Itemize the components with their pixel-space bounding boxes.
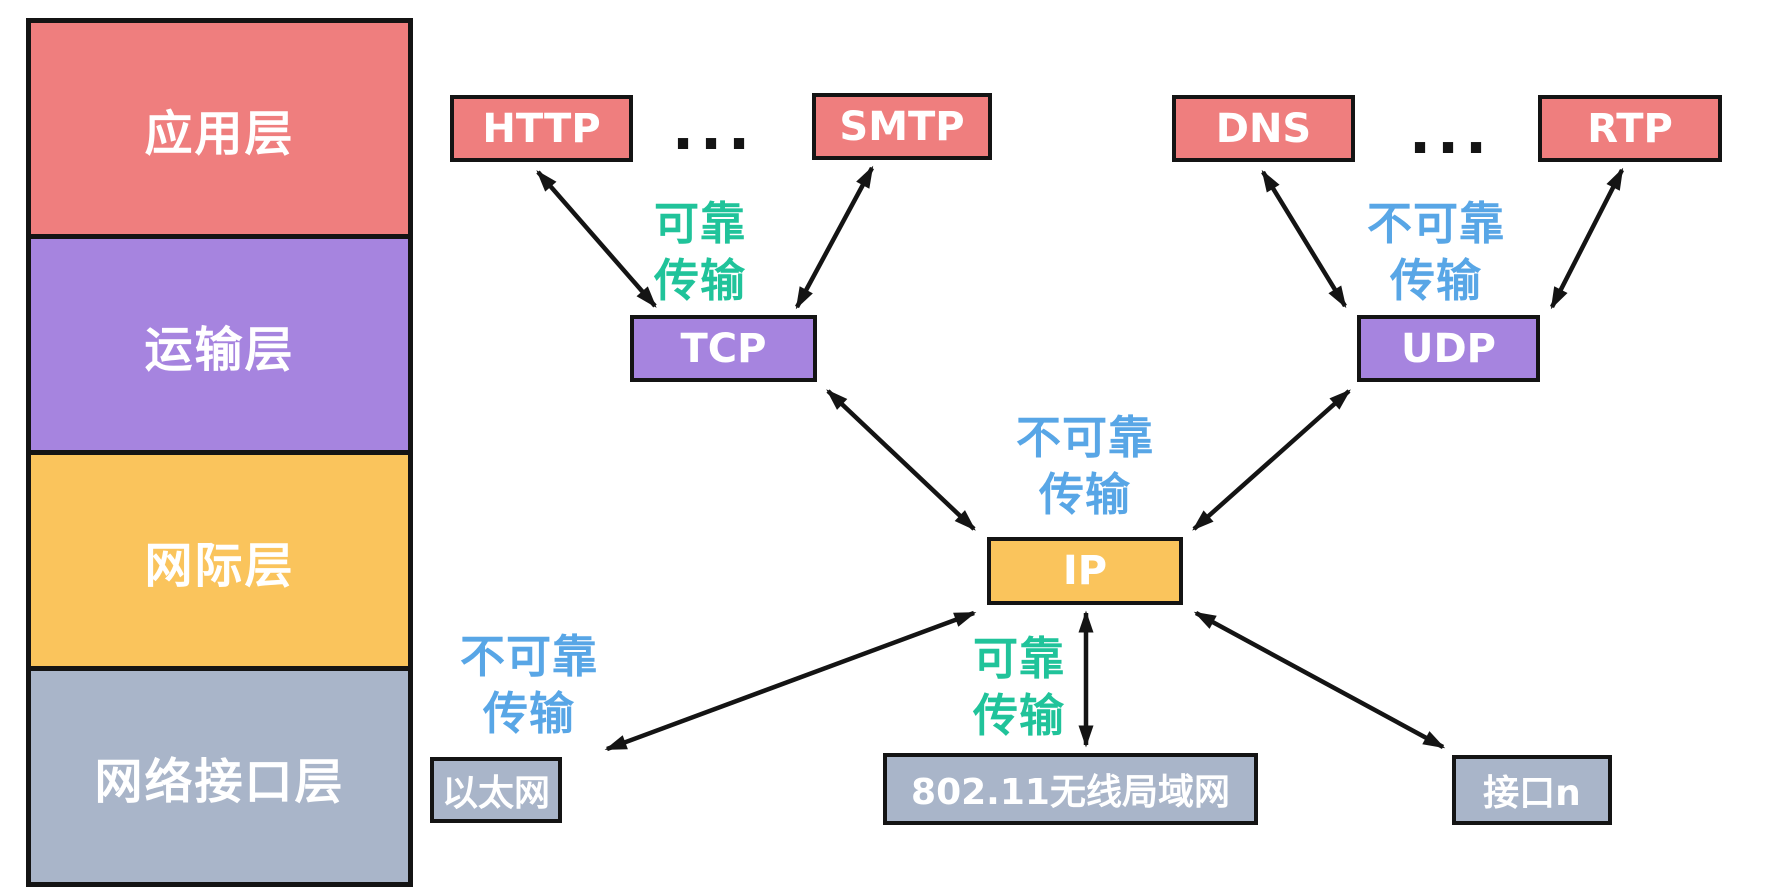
smtp-box: SMTP xyxy=(812,93,992,160)
layer-application: 应用层 xyxy=(31,23,408,234)
smtp-label: SMTP xyxy=(839,103,965,150)
rtp-box: RTP xyxy=(1538,95,1722,162)
interface-n-box: 接口n xyxy=(1452,755,1612,825)
http-label: HTTP xyxy=(482,105,601,152)
udp-box: UDP xyxy=(1357,315,1540,382)
interface-n-label: 接口n xyxy=(1483,773,1581,814)
wlan-802-11-label: 802.11无线局域网 xyxy=(911,772,1230,813)
tcp-box: TCP xyxy=(630,315,817,382)
unreliable-transmission-label-udp: 不可靠 传输 xyxy=(1366,197,1506,307)
ip-label: IP xyxy=(1062,548,1108,594)
udp-label: UDP xyxy=(1401,325,1496,372)
arrow-udp-ip xyxy=(1192,389,1351,531)
layer-transport: 运输层 xyxy=(31,234,408,450)
dns-label: DNS xyxy=(1215,105,1312,152)
http-box: HTTP xyxy=(450,95,633,162)
layer-internet-label: 网际层 xyxy=(144,537,295,594)
layer-network-interface: 网络接口层 xyxy=(31,666,408,882)
layer-network-interface-label: 网络接口层 xyxy=(94,753,345,810)
layer-transport-label: 运输层 xyxy=(144,321,295,378)
tcp-label: TCP xyxy=(680,325,767,372)
arrow-rtp-udp xyxy=(1549,167,1625,310)
arrow-dns-udp xyxy=(1261,169,1347,309)
arrow-tcp-ip xyxy=(826,389,976,531)
rtp-label: RTP xyxy=(1587,105,1673,152)
reliable-transmission-label-wlan: 可靠 传输 xyxy=(972,632,1066,742)
unreliable-transmission-label-ethernet: 不可靠 传输 xyxy=(459,630,599,740)
arrow-ip-interface xyxy=(1193,611,1446,749)
layer-application-label: 应用层 xyxy=(144,105,295,162)
ellipsis-app-protocols-left: ... xyxy=(671,95,757,163)
arrow-http-tcp xyxy=(536,170,657,308)
ellipsis-app-protocols-right: ... xyxy=(1408,99,1494,167)
wlan-802-11-box: 802.11无线局域网 xyxy=(883,753,1258,825)
arrow-ip-ethernet xyxy=(604,610,977,752)
layer-internet: 网际层 xyxy=(31,450,408,666)
layer-stack: 应用层 运输层 网际层 网络接口层 xyxy=(26,18,413,887)
ethernet-box: 以太网 xyxy=(430,757,562,823)
unreliable-transmission-label-ip: 不可靠 传输 xyxy=(1015,411,1155,521)
reliable-transmission-label-tcp: 可靠 传输 xyxy=(653,197,747,307)
ethernet-label: 以太网 xyxy=(441,773,550,814)
dns-box: DNS xyxy=(1172,95,1355,162)
ip-box: IP xyxy=(987,537,1183,605)
arrow-smtp-tcp xyxy=(795,165,874,310)
